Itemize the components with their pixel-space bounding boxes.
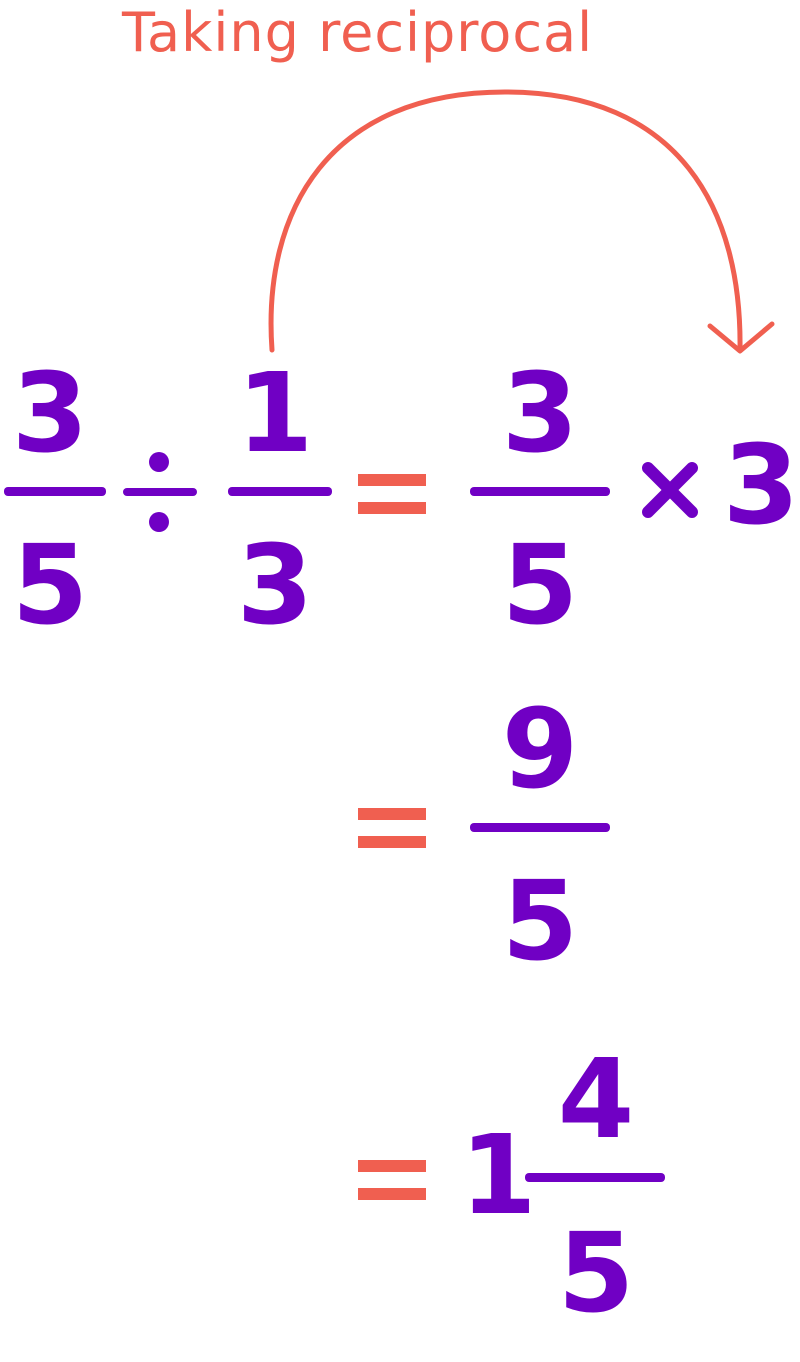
fraction-c-denominator: 5 [501, 521, 579, 649]
equals-sign-3-bottom [358, 1188, 426, 1200]
equals-sign-2-bottom [358, 836, 426, 848]
divide-dot-bottom [149, 512, 169, 532]
fraction-b-numerator: 1 [236, 349, 314, 477]
fraction-b-bar [228, 487, 332, 496]
fraction-b-denominator: 3 [236, 521, 314, 649]
divide-bar [123, 488, 197, 496]
fraction-a-denominator: 5 [11, 521, 89, 649]
fraction-c-numerator: 3 [501, 349, 579, 477]
mixed-number-whole: 1 [460, 1111, 537, 1239]
fraction-e-numerator: 4 [557, 1035, 635, 1163]
fraction-c-bar [470, 487, 610, 496]
annotation-label: Taking reciprocal [122, 1, 594, 64]
equals-sign-1-top [358, 474, 426, 486]
equals-sign-1-bottom [358, 502, 426, 514]
fraction-a-numerator: 3 [11, 349, 89, 477]
fraction-d-numerator: 9 [501, 685, 579, 813]
fraction-e-denominator: 5 [557, 1209, 635, 1337]
fraction-d-denominator: 5 [501, 857, 579, 985]
fraction-d-bar [470, 823, 610, 832]
factor-value: 3 [722, 421, 800, 549]
equals-sign-3-top [358, 1160, 426, 1172]
divide-dot-top [149, 452, 169, 472]
fraction-a-bar [4, 487, 106, 496]
fraction-e-bar [525, 1173, 665, 1182]
equals-sign-2-top [358, 808, 426, 820]
